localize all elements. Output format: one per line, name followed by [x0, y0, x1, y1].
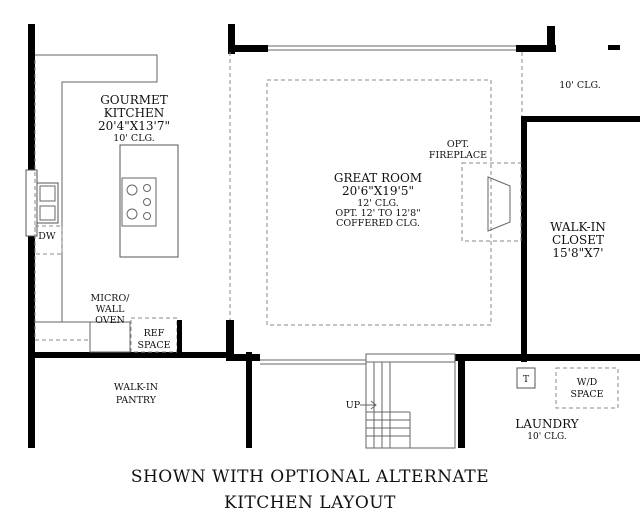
washer-dryer-space	[555, 367, 619, 409]
fireplace-label-2: FIREPLACE	[429, 150, 487, 161]
great-room-ceiling: 12' CLG.	[357, 198, 399, 209]
great-room-wall-bottom-left	[226, 354, 260, 361]
kitchen-name-2: KITCHEN	[104, 106, 165, 120]
great-room-size: 20'6"X19'5"	[342, 184, 414, 198]
pantry-right-wall	[246, 352, 252, 448]
great-room-wall-top-left	[228, 24, 235, 54]
great-room-wall-left-lower	[226, 320, 234, 360]
pantry-label-2: PANTRY	[116, 395, 157, 406]
stair-arrow	[360, 400, 377, 410]
micro-label-2: WALL	[96, 304, 125, 315]
upper-right-ceiling: 10' CLG.	[559, 80, 601, 91]
kitchen-right-wall	[177, 320, 182, 356]
stair-label: UP	[346, 400, 361, 411]
burner-5	[143, 212, 151, 220]
great-room-wall-top-left-return	[228, 45, 268, 52]
caption-line-1: SHOWN WITH OPTIONAL ALTERNATE	[131, 467, 489, 487]
pantry-label-1: WALK-IN	[114, 382, 158, 393]
fireplace-hearth	[487, 176, 511, 232]
kitchen-upper-cabinets	[34, 60, 88, 341]
burner-3	[143, 198, 151, 206]
closet-top-wall	[521, 116, 640, 122]
great-room-option-2: COFFERED CLG.	[336, 218, 420, 229]
laundry-area	[516, 367, 619, 409]
thermostat-label: T	[523, 375, 529, 385]
great-room-bottom-opening	[260, 359, 366, 365]
great-room-sliding-door	[268, 45, 516, 51]
stair-treads	[366, 361, 455, 448]
fireplace-label-1: OPT.	[447, 139, 469, 150]
great-room-name: GREAT ROOM	[334, 171, 422, 185]
kitchen-ceiling: 10' CLG.	[113, 133, 155, 144]
pantry-area	[28, 352, 252, 448]
kitchen-island	[119, 144, 179, 258]
micro-wall-oven	[89, 321, 131, 353]
burner-2	[143, 184, 151, 192]
laundry-name: LAUNDRY	[515, 417, 580, 431]
laundry-left-wall	[458, 354, 465, 448]
micro-label-1: MICRO/	[91, 293, 131, 304]
great-room-wall-bottom-right	[455, 354, 640, 361]
closet-name-2: CLOSET	[552, 233, 604, 247]
caption: SHOWN WITH OPTIONAL ALTERNATE KITCHEN LA…	[131, 467, 489, 513]
great-room-option-1: OPT. 12' TO 12'8"	[335, 208, 420, 219]
sink-basin-bottom	[39, 205, 56, 221]
thermostat-box	[516, 367, 536, 389]
great-room-walls	[226, 24, 640, 448]
dishwasher-label: DW	[38, 231, 56, 242]
closet-size: 15'8"X7'	[552, 246, 603, 260]
kitchen-sink	[36, 182, 59, 224]
great-room-wall-top-right-post	[547, 26, 555, 52]
ref-label-1: REF	[144, 328, 165, 339]
coffered-ceiling-outline	[266, 79, 492, 326]
kitchen-area	[25, 24, 228, 358]
sink-basin-top	[39, 185, 56, 202]
ref-label-2: SPACE	[137, 340, 170, 351]
burner-4	[126, 208, 138, 220]
labels: GOURMET KITCHEN 20'4"X13'7" 10' CLG. DW …	[38, 80, 606, 442]
burner-1	[126, 184, 138, 196]
top-right-stub	[608, 45, 620, 50]
caption-line-2: KITCHEN LAYOUT	[224, 493, 396, 513]
kitchen-bottom-wall	[28, 352, 228, 358]
closet-left-wall	[521, 116, 527, 362]
laundry-ceiling: 10' CLG.	[527, 432, 567, 442]
closet-name-1: WALK-IN	[550, 220, 606, 234]
kitchen-name-1: GOURMET	[100, 93, 168, 107]
micro-label-3: OVEN	[95, 315, 125, 326]
great-room-wall-top-right	[516, 45, 556, 52]
cooktop	[121, 177, 157, 227]
fireplace-outline	[461, 162, 522, 242]
washer-dryer-label-1: W/D	[577, 377, 598, 388]
washer-dryer-label-2: SPACE	[570, 389, 603, 400]
kitchen-size: 20'4"X13'7"	[98, 119, 170, 133]
stair	[360, 353, 456, 449]
pantry-left-wall	[28, 352, 35, 448]
